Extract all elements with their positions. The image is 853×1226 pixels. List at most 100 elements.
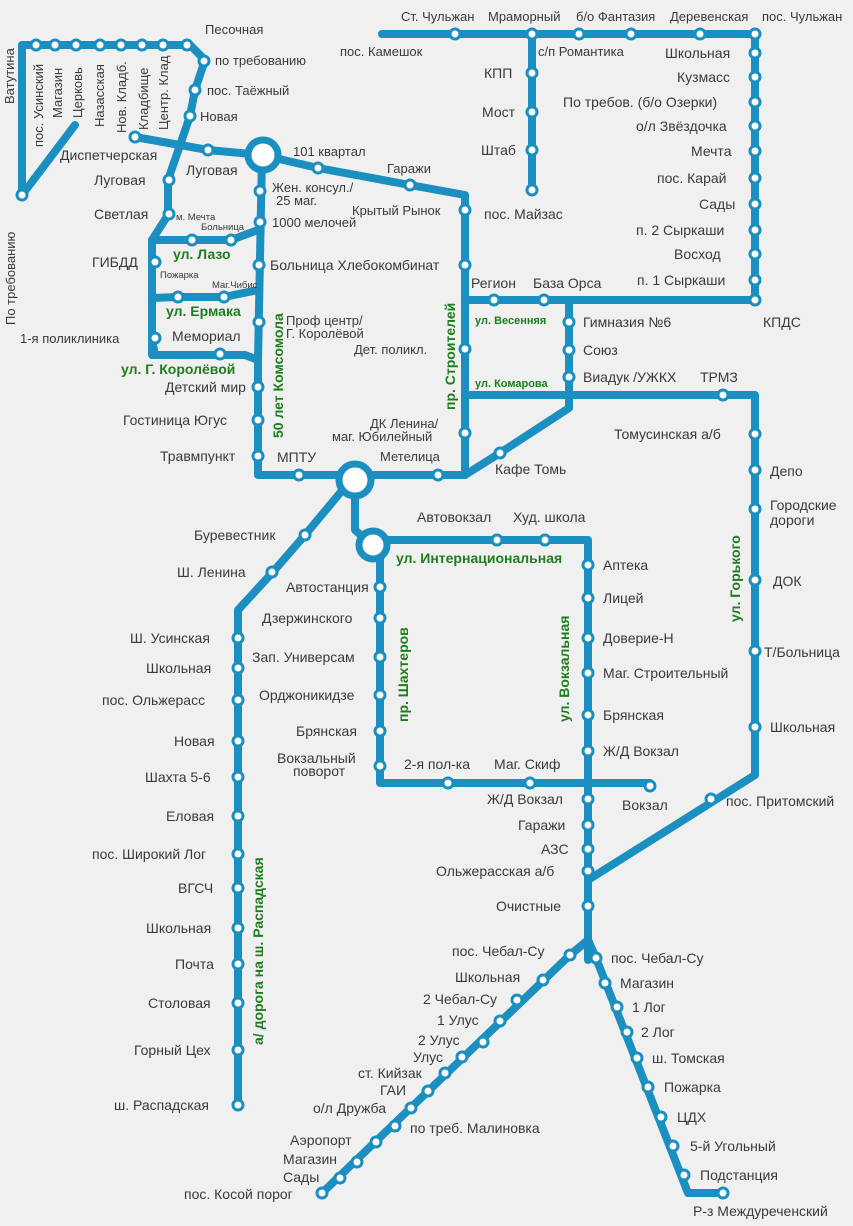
stop-dot[interactable] bbox=[162, 173, 176, 187]
stop-dot[interactable] bbox=[421, 1084, 435, 1098]
stop-dot[interactable] bbox=[48, 38, 62, 52]
stop-dot[interactable] bbox=[350, 1155, 364, 1169]
stop-dot[interactable] bbox=[525, 27, 539, 41]
stop-dot[interactable] bbox=[114, 38, 128, 52]
stop-dot[interactable] bbox=[231, 1098, 245, 1112]
stop-dot[interactable] bbox=[581, 591, 595, 605]
stop-dot[interactable] bbox=[69, 38, 83, 52]
stop-dot[interactable] bbox=[476, 1035, 490, 1049]
stop-dot[interactable] bbox=[581, 708, 595, 722]
stop-dot[interactable] bbox=[15, 188, 29, 202]
stop-dot[interactable] bbox=[185, 233, 199, 247]
stop-dot[interactable] bbox=[704, 792, 718, 806]
stop-dot[interactable] bbox=[180, 38, 194, 52]
stop-dot[interactable] bbox=[748, 273, 762, 287]
stop-dot[interactable] bbox=[716, 1186, 730, 1200]
stop-dot[interactable] bbox=[458, 203, 472, 217]
stop-dot[interactable] bbox=[373, 580, 387, 594]
stop-dot[interactable] bbox=[748, 95, 762, 109]
stop-dot[interactable] bbox=[537, 293, 551, 307]
stop-dot[interactable] bbox=[572, 27, 586, 41]
stop-dot[interactable] bbox=[630, 1051, 644, 1065]
stop-dot[interactable] bbox=[654, 1110, 668, 1124]
stop-dot[interactable] bbox=[748, 144, 762, 158]
stop-dot[interactable] bbox=[231, 921, 245, 935]
stop-dot[interactable] bbox=[562, 343, 576, 357]
stop-dot[interactable] bbox=[373, 611, 387, 625]
stop-dot[interactable] bbox=[298, 528, 312, 542]
stop-dot[interactable] bbox=[748, 223, 762, 237]
stop-dot[interactable] bbox=[29, 38, 43, 52]
stop-dot[interactable] bbox=[231, 770, 245, 784]
stop-dot[interactable] bbox=[311, 161, 325, 175]
stop-dot[interactable] bbox=[148, 255, 162, 269]
stop-dot[interactable] bbox=[525, 105, 539, 119]
stop-dot[interactable] bbox=[748, 119, 762, 133]
stop-dot[interactable] bbox=[231, 996, 245, 1010]
stop-dot[interactable] bbox=[677, 1168, 691, 1182]
stop-dot[interactable] bbox=[369, 1135, 383, 1149]
stop-dot[interactable] bbox=[641, 1080, 655, 1094]
stop-dot[interactable] bbox=[156, 38, 170, 52]
stop-dot[interactable] bbox=[231, 661, 245, 675]
stop-dot[interactable] bbox=[487, 293, 501, 307]
hub-internatsionalnaya[interactable] bbox=[355, 527, 391, 563]
stop-dot[interactable] bbox=[373, 759, 387, 773]
stop-dot[interactable] bbox=[748, 644, 762, 658]
stop-dot[interactable] bbox=[231, 809, 245, 823]
stop-dot[interactable] bbox=[93, 38, 107, 52]
stop-dot[interactable] bbox=[373, 650, 387, 664]
stop-dot[interactable] bbox=[620, 1025, 634, 1039]
stop-dot[interactable] bbox=[748, 502, 762, 516]
stop-dot[interactable] bbox=[231, 1043, 245, 1057]
stop-dot[interactable] bbox=[748, 197, 762, 211]
stop-dot[interactable] bbox=[441, 776, 455, 790]
stop-dot[interactable] bbox=[455, 1050, 469, 1064]
stop-dot[interactable] bbox=[188, 83, 202, 97]
stop-dot[interactable] bbox=[224, 233, 238, 247]
stop-dot[interactable] bbox=[716, 388, 730, 402]
stop-dot[interactable] bbox=[252, 258, 266, 272]
stop-dot[interactable] bbox=[523, 776, 537, 790]
stop-dot[interactable] bbox=[201, 143, 215, 157]
stop-dot[interactable] bbox=[581, 631, 595, 645]
stop-dot[interactable] bbox=[536, 973, 550, 987]
stop-dot[interactable] bbox=[171, 290, 185, 304]
stop-dot[interactable] bbox=[589, 951, 603, 965]
stop-dot[interactable] bbox=[448, 27, 462, 41]
stop-dot[interactable] bbox=[253, 215, 267, 229]
stop-dot[interactable] bbox=[251, 413, 265, 427]
stop-dot[interactable] bbox=[525, 66, 539, 80]
stop-dot[interactable] bbox=[493, 1014, 507, 1028]
stop-dot[interactable] bbox=[148, 331, 162, 345]
stop-dot[interactable] bbox=[231, 734, 245, 748]
stop-dot[interactable] bbox=[624, 27, 638, 41]
stop-dot[interactable] bbox=[404, 1101, 418, 1115]
stop-dot[interactable] bbox=[538, 533, 552, 547]
stop-dot[interactable] bbox=[581, 792, 595, 806]
stop-dot[interactable] bbox=[231, 881, 245, 895]
stop-dot[interactable] bbox=[431, 468, 445, 482]
stop-dot[interactable] bbox=[490, 533, 504, 547]
stop-dot[interactable] bbox=[748, 427, 762, 441]
stop-dot[interactable] bbox=[748, 70, 762, 84]
stop-dot[interactable] bbox=[581, 899, 595, 913]
stop-dot[interactable] bbox=[231, 693, 245, 707]
stop-dot[interactable] bbox=[581, 666, 595, 680]
stop-dot[interactable] bbox=[581, 744, 595, 758]
stop-dot[interactable] bbox=[525, 183, 539, 197]
stop-dot[interactable] bbox=[581, 558, 595, 572]
stop-dot[interactable] bbox=[253, 184, 267, 198]
stop-dot[interactable] bbox=[128, 130, 142, 144]
stop-dot[interactable] bbox=[748, 463, 762, 477]
stop-dot[interactable] bbox=[748, 27, 762, 41]
stop-dot[interactable] bbox=[610, 1000, 624, 1014]
stop-dot[interactable] bbox=[458, 426, 472, 440]
stop-dot[interactable] bbox=[252, 315, 266, 329]
stop-dot[interactable] bbox=[292, 468, 306, 482]
stop-dot[interactable] bbox=[333, 1171, 347, 1185]
stop-dot[interactable] bbox=[388, 1119, 402, 1133]
stop-dot[interactable] bbox=[581, 864, 595, 878]
stop-dot[interactable] bbox=[217, 290, 231, 304]
stop-dot[interactable] bbox=[666, 1139, 680, 1153]
